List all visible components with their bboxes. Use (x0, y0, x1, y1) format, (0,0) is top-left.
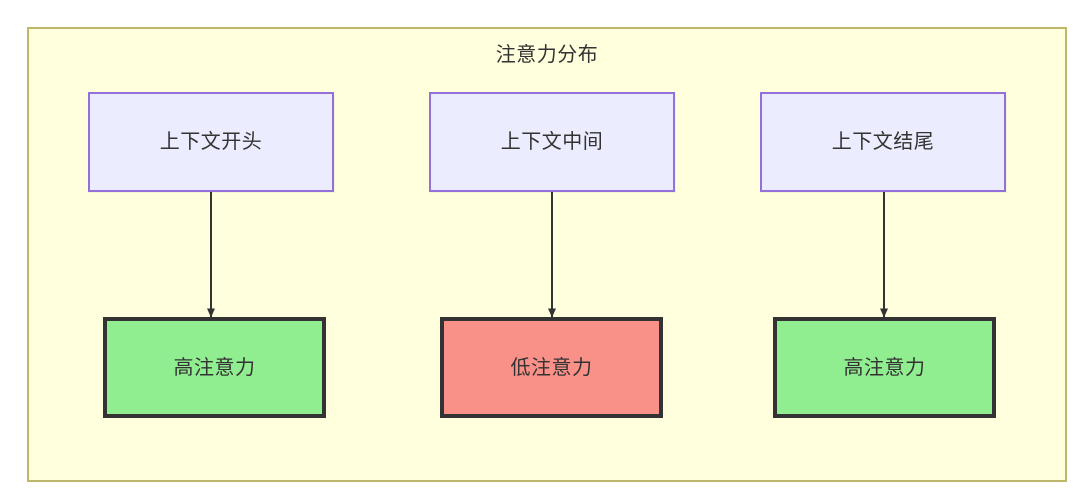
node-label: 上下文中间 (500, 131, 604, 153)
node-label: 高注意力 (843, 356, 926, 379)
node-label: 上下文结尾 (831, 131, 935, 153)
node-context-middle[interactable]: 上下文中间 (429, 92, 675, 192)
node-label: 高注意力 (173, 356, 256, 379)
subgraph-title: 注意力分布 (495, 44, 599, 66)
node-label: 上下文开头 (159, 131, 263, 153)
node-context-start[interactable]: 上下文开头 (88, 92, 334, 192)
node-context-end[interactable]: 上下文结尾 (760, 92, 1006, 192)
node-low-attention-middle[interactable]: 低注意力 (440, 317, 663, 418)
node-high-attention-start[interactable]: 高注意力 (103, 317, 326, 418)
node-label: 低注意力 (510, 356, 593, 379)
node-high-attention-end[interactable]: 高注意力 (773, 317, 996, 418)
